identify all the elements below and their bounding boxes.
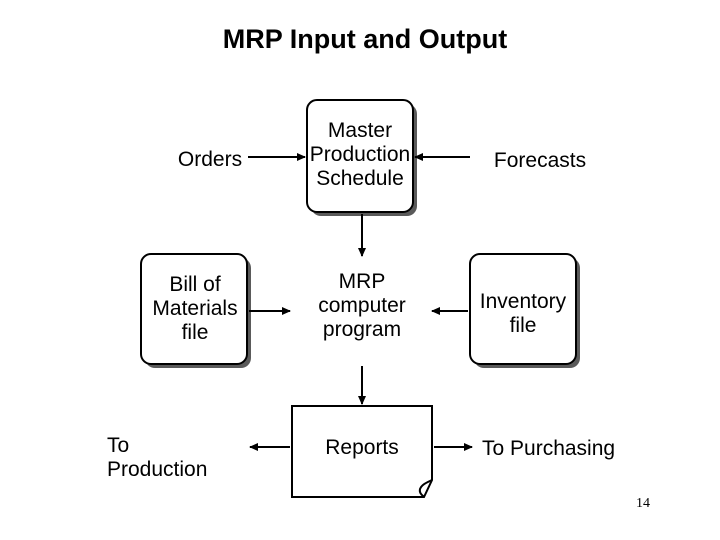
- page-number: 14: [636, 496, 650, 511]
- bom-box: [140, 253, 248, 365]
- master-schedule-box: [306, 99, 414, 213]
- master-schedule-label: Master Production Schedule: [309, 119, 411, 190]
- reports-label: Reports: [325, 436, 399, 459]
- to-production-label: To Production: [107, 434, 208, 481]
- slide-title: MRP Input and Output: [222, 24, 508, 54]
- orders-label: Orders: [177, 148, 243, 171]
- reports-document-shape: [291, 405, 433, 498]
- to-purchasing-label: To Purchasing: [482, 437, 616, 460]
- inventory-label: Inventory file: [479, 290, 567, 337]
- forecasts-label: Forecasts: [493, 149, 587, 172]
- inventory-box: [469, 253, 577, 365]
- mrp-program-label: MRP computer program: [318, 270, 406, 341]
- bom-label: Bill of Materials file: [152, 273, 238, 344]
